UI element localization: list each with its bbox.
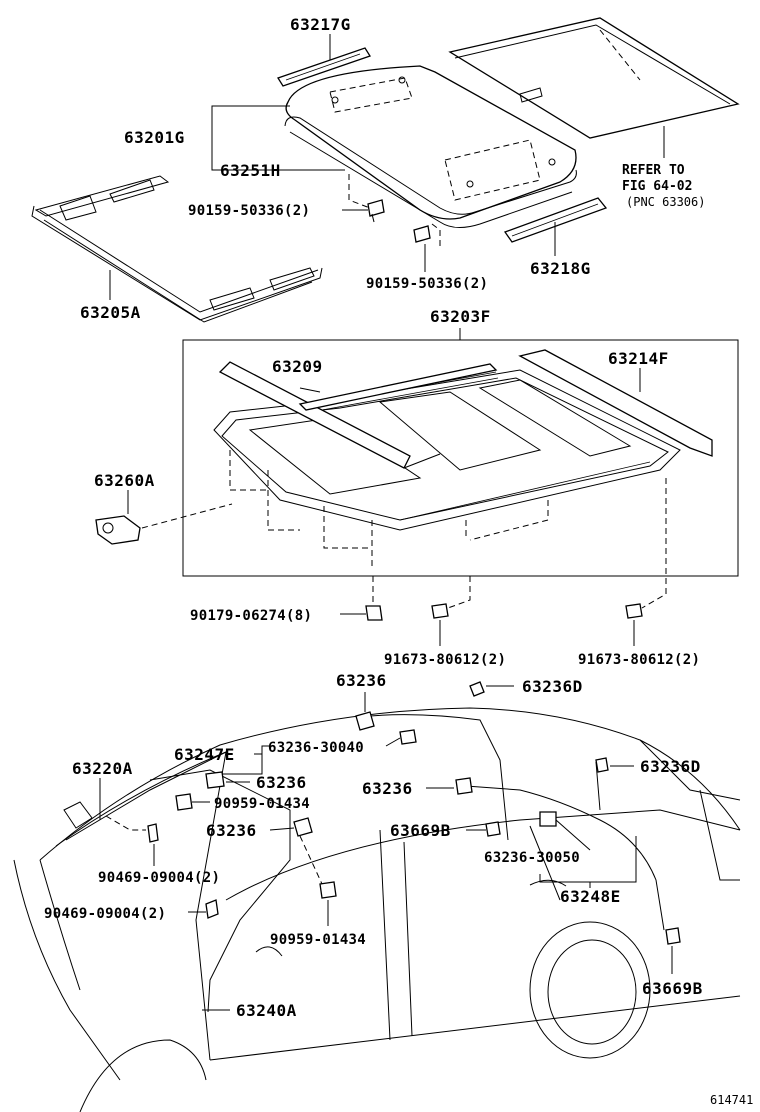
part-63236-right xyxy=(455,777,473,795)
clip-90469-a xyxy=(147,823,159,843)
bolt-91673-b xyxy=(625,603,643,619)
clip-90179 xyxy=(365,605,383,621)
label-63248E: 63248E xyxy=(560,887,621,906)
part-63218G-weatherstrip xyxy=(503,197,608,243)
part-63236D-right xyxy=(595,757,609,773)
clip-90959-a xyxy=(175,793,193,811)
label-63669B-mid: 63669B xyxy=(390,821,451,840)
ref-line2: FIG 64-02 xyxy=(622,179,692,194)
part-63201G-glass xyxy=(285,65,577,220)
leader-63247E xyxy=(254,745,272,755)
part-63251H-seal xyxy=(284,116,577,228)
figure-number: 614741 xyxy=(710,1093,753,1107)
label-63218G: 63218G xyxy=(530,259,591,278)
dash-91673-a xyxy=(447,576,471,609)
part-sunshade-ref xyxy=(448,17,740,139)
part-63236D-top xyxy=(469,681,485,697)
ref-line1: REFER TO xyxy=(622,163,685,178)
bracket-63248E xyxy=(539,836,637,883)
label-63236D-top: 63236D xyxy=(522,677,583,696)
part-63236-left xyxy=(205,771,225,789)
label-63236D-right: 63236D xyxy=(640,757,701,776)
label-90179: 90179-06274(8) xyxy=(190,608,312,624)
leader-63236-30040 xyxy=(385,737,401,747)
label-63247E: 63247E xyxy=(174,745,235,764)
label-63260A: 63260A xyxy=(94,471,155,490)
label-91673-b: 91673-80612(2) xyxy=(578,652,700,668)
dash-90159-a xyxy=(348,174,371,209)
label-63669B-low: 63669B xyxy=(642,979,703,998)
leader-63251H xyxy=(211,138,345,171)
clip-90469-b xyxy=(205,899,219,919)
label-63236-right: 63236 xyxy=(362,779,413,798)
label-63236-30040: 63236-30040 xyxy=(268,740,364,756)
leader-63201G xyxy=(211,105,290,138)
part-63260A-motor xyxy=(95,515,141,545)
leader-63236-30050 xyxy=(555,819,591,851)
leader-63236-mid xyxy=(269,827,295,831)
bolt-90159-a xyxy=(367,199,385,223)
leader-63209 xyxy=(299,387,321,393)
bolt-91673-a xyxy=(431,603,449,619)
hose-63236-30040 xyxy=(399,729,417,745)
leader-63247E-b xyxy=(214,754,263,775)
label-63236-mid: 63236 xyxy=(206,821,257,840)
label-63236-30050: 63236-30050 xyxy=(484,850,580,866)
label-90159-b: 90159-50336(2) xyxy=(366,276,488,292)
car-body-outline xyxy=(13,707,741,1112)
label-90959-a: 90959-01434 xyxy=(214,796,310,812)
clip-90959-b xyxy=(319,881,337,899)
label-63205A: 63205A xyxy=(80,303,141,322)
label-63214F: 63214F xyxy=(608,349,669,368)
label-63251H: 63251H xyxy=(220,161,281,180)
hose-63236-30050 xyxy=(539,811,557,827)
dash-91673-b xyxy=(641,478,667,609)
label-90469-a: 90469-09004(2) xyxy=(98,870,220,886)
grommet-63669B-mid xyxy=(485,821,501,837)
label-90469-b: 90469-09004(2) xyxy=(44,906,166,922)
label-63236-left: 63236 xyxy=(256,773,307,792)
label-63203F: 63203F xyxy=(430,307,491,326)
dash-90159-b xyxy=(431,223,441,248)
grommet-63669B-low xyxy=(665,927,681,945)
label-63217G: 63217G xyxy=(290,15,351,34)
label-63236-top: 63236 xyxy=(336,671,387,690)
part-63236-mid xyxy=(293,817,313,837)
label-63201G: 63201G xyxy=(124,128,185,147)
part-63205A-frame xyxy=(31,175,323,323)
label-63220A: 63220A xyxy=(72,759,133,778)
assembly-box-63203F xyxy=(182,339,739,577)
part-sunroof-housing xyxy=(213,349,713,568)
part-63236-top xyxy=(355,711,375,731)
label-63209: 63209 xyxy=(272,357,323,376)
label-63240A: 63240A xyxy=(236,1001,297,1020)
label-90159-a: 90159-50336(2) xyxy=(188,203,310,219)
ref-line3: (PNC 63306) xyxy=(626,195,705,209)
dash-90469-a xyxy=(105,815,146,831)
dash-63260A xyxy=(141,503,233,529)
bolt-90159-b xyxy=(413,225,431,243)
part-63217G-weatherstrip xyxy=(277,47,371,87)
label-90959-b: 90959-01434 xyxy=(270,932,366,948)
dash-90959-b xyxy=(299,835,323,885)
label-91673-a: 91673-80612(2) xyxy=(384,652,506,668)
